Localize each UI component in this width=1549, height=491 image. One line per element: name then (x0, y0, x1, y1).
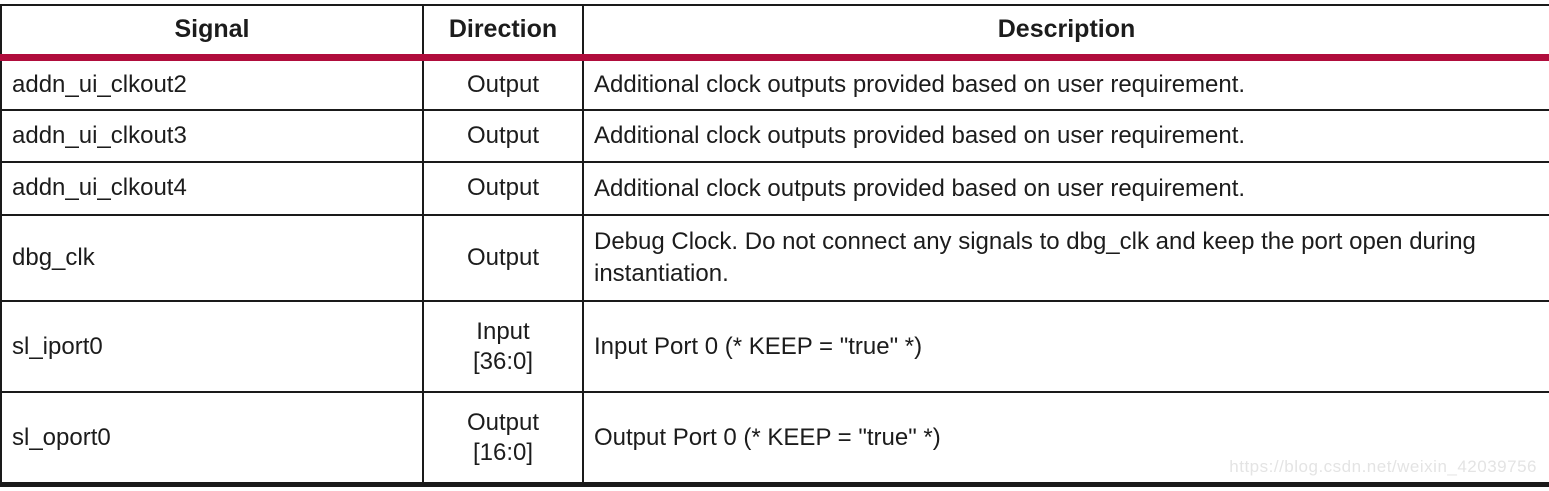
signal-cell: addn_ui_clkout2 (0, 56, 424, 111)
description-text: Additional clock outputs provided based … (594, 174, 1246, 202)
direction-cell: Input [36:0] (422, 299, 584, 394)
table-row: sl_oport0 Output [16:0] Output Port 0 (*… (0, 391, 1549, 488)
table-body: addn_ui_clkout2 Output Additional clock … (0, 56, 1549, 488)
direction-value: Output (466, 243, 540, 271)
header-row: Signal Direction Description (0, 4, 1549, 61)
direction-range: [36:0] (472, 347, 534, 375)
description-text: Debug Clock. Do not connect any signals … (594, 228, 1476, 287)
signal-name: sl_oport0 (12, 423, 111, 451)
description-text: Additional clock outputs provided based … (594, 70, 1246, 98)
signal-name: addn_ui_clkout2 (12, 70, 187, 98)
direction-cell: Output (422, 213, 584, 302)
direction-value: Output (466, 408, 540, 436)
description-cell: Output Port 0 (* KEEP = "true" *) (582, 391, 1549, 488)
column-header-description: Description (582, 4, 1549, 61)
signal-table: Signal Direction Description addn_ui_clk… (0, 4, 1549, 488)
signal-name: addn_ui_clkout4 (12, 174, 187, 202)
signal-cell: sl_oport0 (0, 391, 424, 488)
description-text: Output Port 0 (* KEEP = "true" *) (594, 424, 941, 452)
column-header-direction: Direction (422, 4, 584, 61)
direction-value: Output (466, 70, 540, 98)
signal-cell: dbg_clk (0, 213, 424, 302)
signal-name: dbg_clk (12, 243, 95, 271)
description-text: Input Port 0 (* KEEP = "true" *) (594, 332, 923, 360)
column-header-signal: Signal (0, 4, 424, 61)
table-row: sl_iport0 Input [36:0] Input Port 0 (* K… (0, 299, 1549, 394)
direction-value: Output (466, 174, 540, 202)
direction-cell: Output [16:0] (422, 391, 584, 488)
description-cell: Input Port 0 (* KEEP = "true" *) (582, 299, 1549, 394)
table-row: addn_ui_clkout2 Output Additional clock … (0, 56, 1549, 111)
description-cell: Additional clock outputs provided based … (582, 108, 1549, 164)
direction-value: Output (466, 121, 540, 149)
signal-cell: addn_ui_clkout4 (0, 161, 424, 216)
table-row: addn_ui_clkout4 Output Additional clock … (0, 161, 1549, 216)
signal-cell: addn_ui_clkout3 (0, 108, 424, 164)
table-header: Signal Direction Description (0, 4, 1549, 61)
signal-name: addn_ui_clkout3 (12, 121, 187, 149)
direction-value: Input (476, 317, 530, 345)
direction-cell: Output (422, 161, 584, 216)
signal-cell: sl_iport0 (0, 299, 424, 394)
description-cell: Additional clock outputs provided based … (582, 56, 1549, 111)
table-row: addn_ui_clkout3 Output Additional clock … (0, 108, 1549, 164)
direction-cell: Output (422, 56, 584, 111)
table-row: dbg_clk Output Debug Clock. Do not conne… (0, 213, 1549, 302)
description-cell: Debug Clock. Do not connect any signals … (582, 213, 1549, 302)
direction-range: [16:0] (472, 438, 534, 466)
description-text: Additional clock outputs provided based … (594, 122, 1246, 150)
direction-cell: Output (422, 108, 584, 164)
description-cell: Additional clock outputs provided based … (582, 161, 1549, 216)
signal-name: sl_iport0 (12, 332, 103, 360)
